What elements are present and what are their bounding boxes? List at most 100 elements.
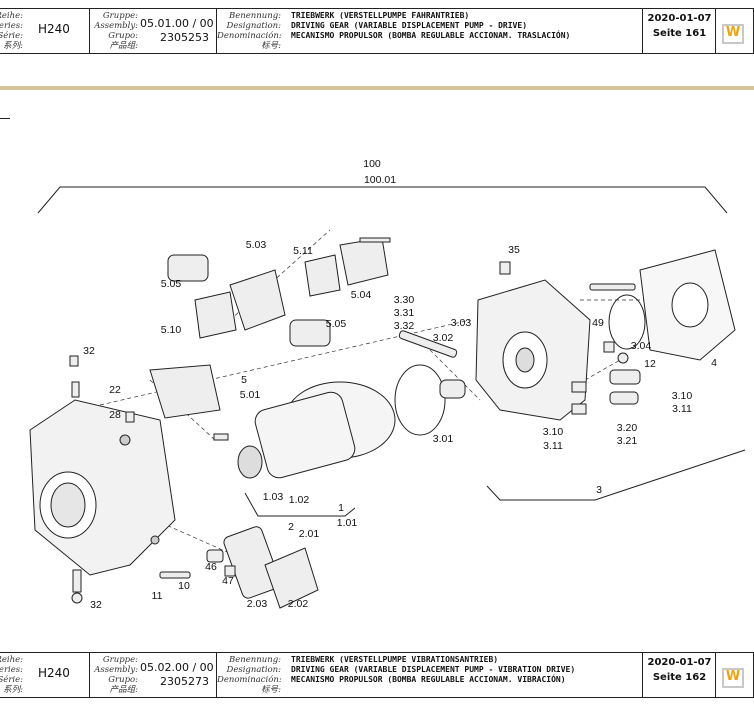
group-label-cn: 产品组: [109,41,138,51]
label-1-03: 1.03 [263,491,284,503]
label-3-21: 3.21 [617,435,638,447]
label-3-11a: 3.11 [672,403,692,415]
label-2: 2 [288,521,294,533]
label-49: 49 [592,317,604,329]
label-22: 22 [109,384,121,396]
series-cell: Reihe: Series: Série: 系列: H240 [0,653,90,697]
page-number[interactable]: Seite 162 [652,672,707,683]
brand-logo: W [722,24,744,44]
brand-logo-letter: W [725,25,741,40]
label-1-01: 1.01 [337,517,358,529]
label-3-11b: 3.11 [543,440,563,452]
label-3-03: 3.03 [451,317,472,329]
revision-date: 2020-01-07 [647,13,712,24]
label-47: 47 [222,575,234,587]
label-2-03: 2.03 [247,598,268,610]
name-label-en: Designation: [226,21,282,31]
label-28: 28 [109,409,121,421]
label-35: 35 [508,244,520,256]
label-3-20: 3.20 [617,422,638,434]
series-label-de: Reihe: [0,11,23,21]
assembly-value: 05.02.00 / 00 [140,661,214,674]
label-2-01: 2.01 [299,528,320,540]
name-label-cn: 标号: [261,41,281,51]
label-2-02: 2.02 [288,598,309,610]
series-labels: Reihe: Series: Série: 系列: [0,11,23,51]
label-3-32: 3.32 [394,320,415,332]
series-labels: Reihe: Series: Série: 系列: [0,655,23,695]
label-32b: 32 [90,599,102,611]
series-label-de: Reihe: [0,655,23,665]
pump-end-plate [475,279,591,421]
series-label-fr: Série: [0,675,23,685]
label-4: 4 [711,357,717,369]
designation-cell: Benennung: Designation: Denominación: 标号… [217,653,643,697]
group-label-cn: 产品组: [109,685,138,695]
name-label-en: Designation: [226,665,282,675]
exploded-parts-diagram: 100 100.01 5.03 5.11 5.05 5.04 5.10 5.05… [29,158,746,611]
series-label-cn: 系列: [3,685,23,695]
date-page-cell: 2020-01-07 Seite 161 [643,9,716,53]
label-11: 11 [152,590,163,602]
page-header-top: Reihe: Series: Série: 系列: H240 Gruppe: A… [0,8,754,54]
label-5-10: 5.10 [161,324,182,336]
o-rings [394,294,646,436]
section-rule [0,118,10,119]
designation-de: TRIEBWERK (VERSTELLPUMPE VIBRATIONSANTRI… [291,655,499,664]
label-3-31: 3.31 [394,307,415,319]
label-5-11: 5.11 [293,245,313,257]
part-number: 2305273 [160,675,209,688]
designation-en: DRIVING GEAR (VARIABLE DISPLACEMENT PUMP… [291,665,576,674]
part-labels: 100 100.01 5.03 5.11 5.05 5.04 5.10 5.05… [83,158,717,611]
label-5-04: 5.04 [351,289,372,301]
assembly-labels: Gruppe: Assembly: Grupo: 产品组: [94,11,138,51]
designation-cell: Benennung: Designation: Denominación: 标号… [217,9,643,53]
name-label-de: Benennung: [229,11,281,21]
label-3-10b: 3.10 [543,426,564,438]
label-32a: 32 [83,345,95,357]
main-housing [29,399,176,576]
label-5-05b: 5.05 [326,318,347,330]
name-label-de: Benennung: [229,655,281,665]
name-label-es: Denominación: [217,675,282,685]
logo-cell: W [716,9,754,53]
group-label-de: Gruppe: [102,655,138,665]
part-number: 2305253 [160,31,209,44]
label-3-04: 3.04 [631,340,652,352]
series-value: H240 [38,666,70,680]
group-label-es: Grupo: [108,675,138,685]
group-label-de: Gruppe: [102,11,138,21]
name-label-cn: 标号: [261,685,281,695]
series-label-cn: 系列: [3,41,23,51]
accent-band [0,86,754,90]
flange-plate [639,249,736,361]
name-label-es: Denominación: [217,31,282,41]
page-number[interactable]: Seite 161 [652,28,707,39]
pump-body [237,381,396,479]
logo-cell: W [716,653,754,697]
date-page-cell: 2020-01-07 Seite 162 [643,653,716,697]
label-5-05a: 5.05 [161,278,182,290]
designation-de: TRIEBWERK (VERSTELLPUMPE FAHRANTRIEB) [291,11,470,20]
label-3-10a: 3.10 [672,390,693,402]
label-3-02: 3.02 [433,332,454,344]
label-10: 10 [178,580,190,592]
label-100: 100 [363,158,381,170]
label-5: 5 [241,374,247,386]
label-46: 46 [205,561,217,573]
series-label-en: Series: [0,665,23,675]
label-5-03: 5.03 [246,239,267,251]
group-label-en: Assembly: [94,21,138,31]
brand-logo: W [722,668,744,688]
designation-en: DRIVING GEAR (VARIABLE DISPLACEMENT PUMP… [291,21,528,30]
label-3-30: 3.30 [394,294,415,306]
label-3-01: 3.01 [433,433,454,445]
group-label-en: Assembly: [94,665,138,675]
designation-es: MECANISMO PROPULSOR (BOMBA REGULABLE ACC… [291,675,566,684]
series-label-fr: Série: [0,31,23,41]
brand-logo-letter: W [725,669,741,684]
label-1-02: 1.02 [289,494,310,506]
series-label-en: Series: [0,21,23,31]
series-value: H240 [38,22,70,36]
small-components [69,237,641,609]
